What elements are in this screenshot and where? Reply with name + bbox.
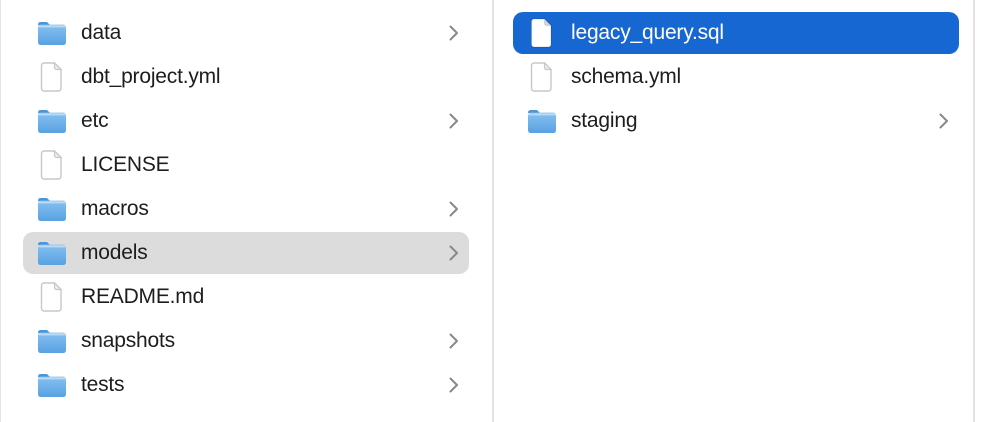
chevron-right-icon [441, 25, 459, 41]
file-column-models: legacy_query.sql schema.yml staging [494, 0, 973, 422]
folder-row[interactable]: macros [23, 188, 469, 230]
file-icon [37, 149, 67, 181]
folder-icon [37, 369, 67, 401]
folder-icon [37, 17, 67, 49]
folder-row[interactable]: etc [23, 100, 469, 142]
file-row[interactable]: legacy_query.sql [513, 12, 959, 54]
column-resize-divider[interactable] [492, 0, 494, 422]
file-row[interactable]: schema.yml [513, 56, 959, 98]
item-label: snapshots [81, 329, 175, 352]
chevron-right-icon [441, 377, 459, 393]
file-icon [37, 281, 67, 313]
item-label: legacy_query.sql [571, 21, 724, 44]
folder-row[interactable]: snapshots [23, 320, 469, 362]
chevron-right-icon [441, 245, 459, 261]
file-row[interactable]: LICENSE [23, 144, 469, 186]
file-list: legacy_query.sql schema.yml staging [513, 12, 959, 142]
folder-row[interactable]: tests [23, 364, 469, 406]
chevron-right-icon [441, 201, 459, 217]
file-row[interactable]: dbt_project.yml [23, 56, 469, 98]
folder-icon [527, 105, 557, 137]
item-label: macros [81, 197, 149, 220]
folder-icon [37, 237, 67, 269]
chevron-right-icon [441, 113, 459, 129]
file-list: data dbt_project.yml etc LICENSE macros … [23, 12, 469, 406]
item-label: LICENSE [81, 153, 170, 176]
item-label: models [81, 241, 148, 264]
item-label: dbt_project.yml [81, 65, 221, 88]
item-label: etc [81, 109, 109, 132]
file-icon [527, 61, 557, 93]
item-label: README.md [81, 285, 205, 308]
file-icon [527, 17, 557, 49]
folder-icon [37, 193, 67, 225]
file-icon [37, 61, 67, 93]
chevron-right-icon [441, 333, 459, 349]
folder-row[interactable]: data [23, 12, 469, 54]
folder-row[interactable]: models [23, 232, 469, 274]
folder-icon [37, 105, 67, 137]
folder-row[interactable]: staging [513, 100, 959, 142]
item-label: schema.yml [571, 65, 682, 88]
column-resize-divider[interactable] [973, 0, 975, 422]
item-label: data [81, 21, 122, 44]
file-row[interactable]: README.md [23, 276, 469, 318]
file-column-parent: data dbt_project.yml etc LICENSE macros … [2, 0, 492, 422]
chevron-right-icon [931, 113, 949, 129]
item-label: tests [81, 373, 125, 396]
folder-icon [37, 325, 67, 357]
item-label: staging [571, 109, 638, 132]
